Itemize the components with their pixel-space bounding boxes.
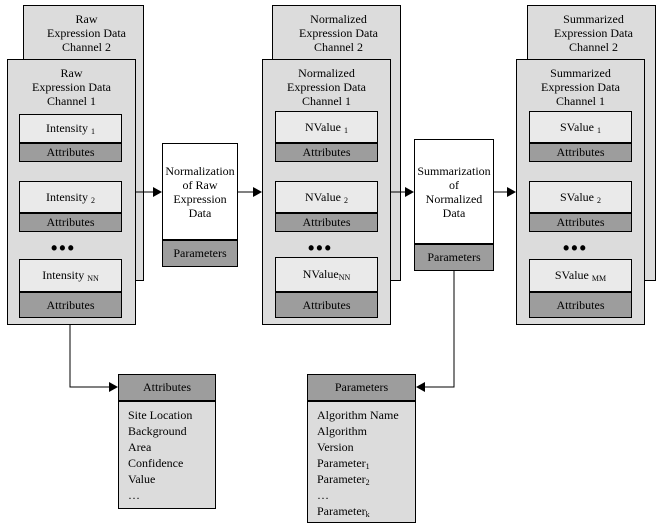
raw-channel1-title: Raw Expression Data Channel 1 [32,66,111,108]
nvalue-nn-box: NValueNN [275,257,378,292]
summarization-parameters: Parameters [414,244,494,271]
nvalue-1-box: NValue 1 [275,111,378,143]
attributes-detail-entry: Confidence [128,456,184,470]
arrowhead-icon [405,187,414,197]
arrow-to-attributes-detail [69,325,110,388]
attributes-detail-entry: Area [128,440,152,454]
attributes-detail-entry: Value [128,472,156,486]
parameters-detail-entry: Version [317,440,354,454]
nvalue-1-label: NValue 1 [305,119,348,135]
intensity-2-attributes: Attributes [19,213,122,232]
summarized-channel1-title: Summarized Expression Data Channel 1 [541,66,620,108]
svalue-mm-attributes: Attributes [529,292,632,318]
parameters-detail-entry: Parameter2 [317,472,370,487]
intensity-nn-attributes: Attributes [19,292,122,318]
svalue-mm-box: SValue MM [529,259,632,292]
arrowhead-icon [507,187,516,197]
nvalue-1-attributes: Attributes [275,143,378,162]
svalue-2-box: SValue 2 [529,181,632,213]
summarization-label: Summarization of Normalized Data [417,163,491,220]
intensity-1-label: Intensity 1 [46,121,95,136]
parameters-detail-entry: Algorithm [317,424,367,438]
attributes-detail-list: Site Location Background Area Confidence… [118,401,216,509]
arrowhead-icon [153,187,162,197]
intensity-1-attributes: Attributes [19,143,122,162]
nvalue-nn-attributes: Attributes [275,292,378,318]
svalue-2-attributes: Attributes [529,213,632,232]
normalization-label: Normalization of Raw Expression Data [165,163,235,220]
raw-channel2-title: Raw Expression Data Channel 2 [47,12,126,54]
parameters-detail-entry: Algorithm Name [317,408,399,422]
intensity-nn-box: Intensity NN [19,259,122,292]
arrow-to-parameters-detail [424,271,455,388]
svalue-1-label: SValue 1 [560,119,601,135]
nvalue-2-attributes: Attributes [275,213,378,232]
nvalue-nn-label: NValueNN [302,267,351,282]
summarization-process: Summarization of Normalized Data [414,139,494,244]
nvalue-2-label: NValue 2 [305,189,348,205]
svalue-1-attributes: Attributes [529,143,632,162]
intensity-1-box: Intensity 1 [19,114,122,143]
attributes-detail-entry: Site Location [128,408,193,422]
normalized-ellipsis: ••• [308,238,333,258]
parameters-detail-entry: Parameterk [317,504,370,519]
parameters-detail-entry: … [317,488,329,502]
nvalue-2-box: NValue 2 [275,181,378,213]
attributes-detail-header: Attributes [118,374,216,401]
arrowhead-icon [109,382,118,392]
normalized-channel2-title: Normalized Expression Data Channel 2 [299,12,378,54]
parameters-detail-list: Algorithm Name Algorithm Version Paramet… [307,401,416,523]
svalue-2-label: SValue 2 [560,189,601,205]
svalue-1-box: SValue 1 [529,111,632,143]
summarized-ellipsis: ••• [563,238,588,258]
normalized-channel1-title: Normalized Expression Data Channel 1 [287,66,366,108]
svalue-mm-label: SValue MM [554,268,607,283]
arrowhead-icon [416,382,425,392]
parameters-detail-header: Parameters [307,374,416,401]
raw-ellipsis: ••• [51,238,76,258]
normalization-parameters: Parameters [162,240,238,267]
attributes-detail-entry: … [128,488,140,502]
summarized-channel2-title: Summarized Expression Data Channel 2 [554,12,633,54]
parameters-detail-entry: Parameter1 [317,456,370,471]
attributes-detail-entry: Background [128,424,187,438]
arrowhead-icon [253,187,262,197]
intensity-2-label: Intensity 2 [46,189,95,205]
intensity-2-box: Intensity 2 [19,181,122,213]
normalization-process: Normalization of Raw Expression Data [162,143,238,240]
intensity-nn-label: Intensity NN [42,268,99,283]
